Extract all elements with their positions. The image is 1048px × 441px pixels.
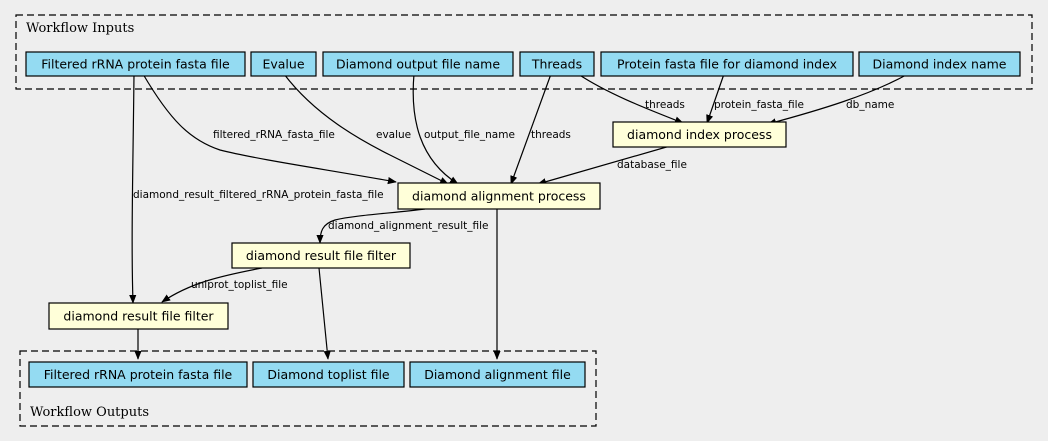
input-nodes: Filtered rRNA protein fasta file Evalue … (25, 51, 1021, 77)
edge-label-diamond-alignment-result-file: diamond_alignment_result_file (328, 220, 488, 232)
edge-index-name-to-index (767, 73, 909, 126)
process-diamond-result-filter-2[interactable]: diamond result file filter (48, 302, 229, 330)
edge-protein-fasta-to-index (706, 73, 725, 124)
output-nodes: Filtered rRNA protein fasta file Diamond… (28, 361, 586, 388)
edge-label-db-name: db_name (846, 99, 894, 111)
input-diamond-index-name-label: Diamond index name (872, 57, 1006, 72)
edge-label-output-file-name: output_file_name (424, 129, 515, 141)
output-diamond-toplist-label: Diamond toplist file (267, 367, 390, 382)
edge-threads-to-alignment (510, 73, 552, 185)
edge-filter1-to-output-toplist (318, 267, 331, 360)
edge-label-evalue: evalue (376, 129, 411, 141)
output-diamond-alignment[interactable]: Diamond alignment file (409, 361, 586, 388)
process-diamond-result-filter-1[interactable]: diamond result file filter (231, 242, 411, 269)
edge-alignment-to-filter1 (316, 208, 426, 244)
edge-filtered-fasta-to-filter2 (129, 73, 137, 304)
input-protein-fasta-for-index[interactable]: Protein fasta file for diamond index (600, 51, 854, 77)
edge-evalue-to-alignment (283, 73, 449, 185)
input-evalue[interactable]: Evalue (250, 51, 317, 77)
process-diamond-index[interactable]: diamond index process (612, 121, 787, 148)
process-nodes: diamond index process diamond alignment … (48, 121, 787, 330)
edges: filtered_rRNA_fasta_file evalue output_f… (129, 73, 909, 360)
input-threads[interactable]: Threads (519, 51, 595, 77)
workflow-outputs-cluster: Workflow Outputs (19, 350, 597, 427)
edge-label-threads-alignment: threads (531, 129, 571, 141)
output-diamond-alignment-label: Diamond alignment file (424, 367, 571, 382)
edge-label-diamond-result-filtered: diamond_result_filtered_rRNA_protein_fas… (133, 189, 384, 201)
edge-threads-to-index (577, 73, 684, 124)
edge-label-database-file: database_file (617, 159, 687, 171)
input-evalue-label: Evalue (262, 57, 304, 72)
input-threads-label: Threads (531, 57, 582, 72)
output-filtered-rrna-fasta[interactable]: Filtered rRNA protein fasta file (28, 361, 248, 388)
process-diamond-index-label: diamond index process (627, 127, 772, 142)
process-diamond-alignment-label: diamond alignment process (412, 189, 586, 204)
workflow-outputs-title: Workflow Outputs (30, 405, 149, 420)
workflow-inputs-title: Workflow Inputs (26, 21, 134, 36)
process-diamond-result-filter-1-label: diamond result file filter (246, 248, 397, 263)
output-filtered-rrna-fasta-label: Filtered rRNA protein fasta file (44, 367, 233, 382)
process-diamond-alignment[interactable]: diamond alignment process (397, 182, 601, 210)
edge-label-uniprot-toplist-file: uniprot_toplist_file (191, 279, 288, 291)
input-filtered-rrna-fasta-label: Filtered rRNA protein fasta file (41, 57, 230, 72)
edge-filtered-fasta-to-alignment (142, 73, 397, 185)
edge-output-name-to-alignment (412, 73, 459, 185)
edge-filter1-to-filter2 (161, 267, 263, 303)
output-diamond-toplist[interactable]: Diamond toplist file (252, 361, 405, 388)
input-diamond-index-name[interactable]: Diamond index name (858, 51, 1021, 77)
input-diamond-output-file-name[interactable]: Diamond output file name (322, 51, 514, 77)
input-filtered-rrna-fasta[interactable]: Filtered rRNA protein fasta file (25, 51, 246, 77)
input-diamond-output-file-name-label: Diamond output file name (336, 57, 500, 72)
workflow-inputs-cluster: Workflow Inputs (15, 14, 1033, 90)
edge-label-protein-fasta-file: protein_fasta_file (714, 99, 804, 111)
edge-index-to-alignment (537, 145, 671, 186)
process-diamond-result-filter-2-label: diamond result file filter (63, 309, 214, 324)
edge-label-filtered-rRNA-fasta-file: filtered_rRNA_fasta_file (213, 129, 335, 141)
edge-label-threads-index: threads (645, 99, 685, 111)
input-protein-fasta-for-index-label: Protein fasta file for diamond index (617, 57, 837, 72)
